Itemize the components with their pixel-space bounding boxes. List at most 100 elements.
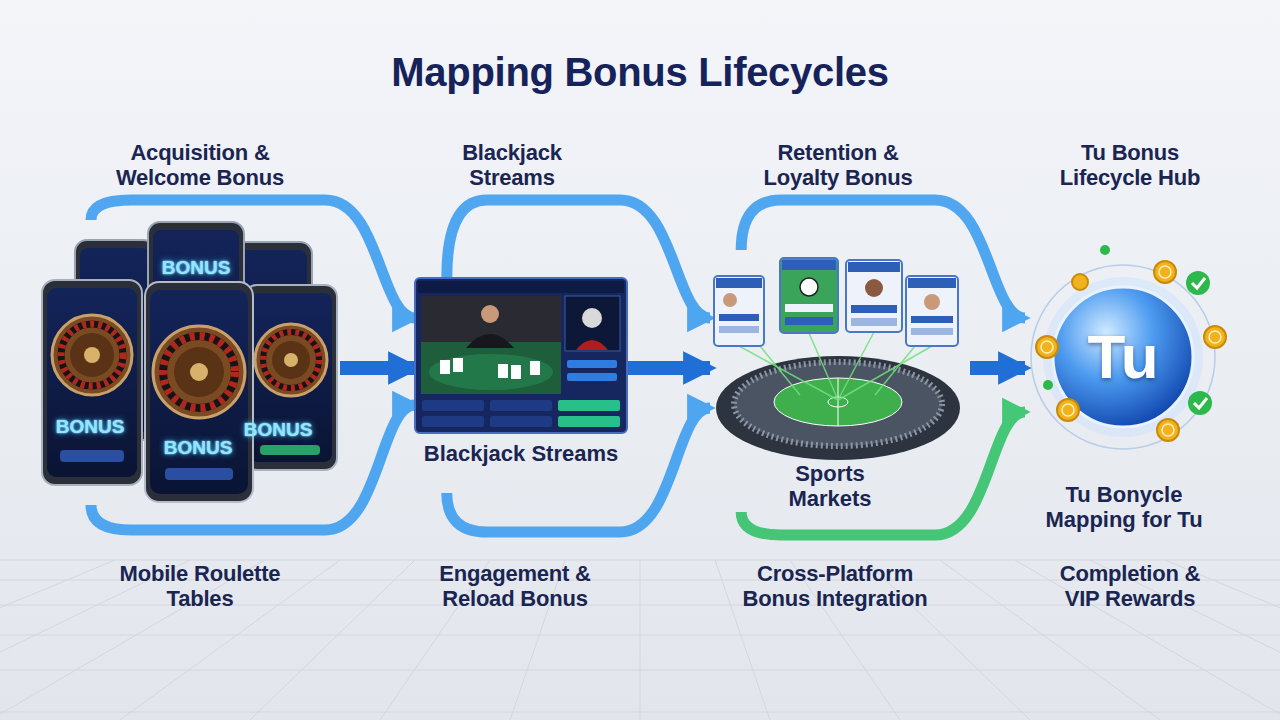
- sports-stadium: [734, 362, 942, 446]
- phone-front-center: [163, 336, 235, 408]
- gold-coin-inner: [1159, 266, 1171, 278]
- check-badge: [1043, 380, 1053, 390]
- market-card: [848, 262, 900, 272]
- phone-front-left: [47, 288, 137, 477]
- market-card: [924, 294, 940, 310]
- tu-hub: [1053, 287, 1193, 427]
- gold-coin-inner: [1041, 341, 1053, 353]
- market-card: [714, 276, 764, 346]
- node-caption: Tu Bonycle Mapping for Tu: [1035, 482, 1213, 532]
- blackjack-screen: [429, 354, 553, 390]
- phone-front-right: [263, 332, 319, 388]
- blackjack-screen: [511, 365, 521, 379]
- gold-coin-inner: [1041, 266, 1221, 436]
- phone-front-center: [165, 468, 233, 480]
- gold-coin: [1204, 326, 1226, 348]
- market-card: [906, 276, 958, 346]
- phone-front-right: [284, 353, 298, 367]
- stage-label: Mobile Roulette Tables: [105, 561, 295, 611]
- phone-front-left: [70, 333, 114, 377]
- blackjack-screen: [530, 361, 540, 375]
- blackjack-screen: [453, 358, 463, 372]
- blackjack-screen: [582, 308, 602, 328]
- flow-arrow: [627, 361, 710, 375]
- market-card: [911, 328, 953, 335]
- sports-stadium: [734, 362, 942, 446]
- market-card: [723, 293, 737, 307]
- tu-hub: [1031, 265, 1215, 449]
- phone-front-center: [150, 290, 248, 494]
- flow-arrow: [970, 361, 1025, 375]
- market-card: [714, 276, 764, 346]
- check-badge: [1192, 278, 1205, 288]
- sports-stadium: [714, 258, 960, 460]
- blackjack-screen: [415, 278, 627, 433]
- phone-front-center: [174, 347, 224, 397]
- stage-label: Cross-Platform Bonus Integration: [733, 561, 938, 611]
- market-card: [800, 278, 818, 296]
- market-card: [865, 279, 883, 297]
- blackjack-screen: [440, 360, 450, 374]
- gold-coin-inner: [1209, 331, 1221, 343]
- market-card: [785, 317, 833, 325]
- market-card: [785, 304, 833, 312]
- blackjack-screen: [567, 373, 617, 381]
- node-caption: Sports Markets: [770, 461, 890, 511]
- market-card: [851, 305, 897, 313]
- market-card: [780, 258, 838, 333]
- sports-stadium: [760, 346, 800, 395]
- sports-stadium: [809, 333, 838, 400]
- check-badge: [1100, 245, 1110, 255]
- phone-cluster: [42, 222, 337, 502]
- gold-coin: [1072, 274, 1088, 290]
- phone-front-right: [272, 341, 310, 379]
- tu-hub: [1031, 245, 1226, 449]
- market-card: [908, 278, 956, 288]
- sports-stadium: [739, 346, 838, 400]
- phone-front-center: [145, 282, 253, 502]
- check-badge: [1188, 391, 1212, 415]
- market-card: [719, 314, 759, 321]
- blackjack-screen: [565, 296, 620, 351]
- stage-label: Blackjack Streams: [437, 140, 587, 190]
- floor-grid: [0, 560, 1280, 712]
- sports-stadium: [716, 356, 960, 460]
- flow-arrow: [340, 361, 415, 375]
- blackjack-screen: [558, 416, 620, 427]
- stage-label: Retention & Loyalty Bonus: [753, 140, 923, 190]
- phone-front-left: [61, 324, 123, 386]
- gold-coin-inner: [1162, 424, 1174, 436]
- blackjack-screen: [567, 360, 617, 368]
- bonus-text: BONUS: [153, 437, 243, 459]
- market-card: [906, 276, 958, 346]
- blackjack-screen: [576, 340, 608, 350]
- market-card: [846, 260, 902, 332]
- stadium-node: Sports Markets: [710, 250, 970, 512]
- sports-stadium: [875, 346, 915, 395]
- phone-front-left: [42, 280, 142, 485]
- floor-grid: [0, 560, 1280, 720]
- phone-front-left: [61, 324, 123, 386]
- hub-mark: Tu: [1053, 320, 1193, 394]
- sports-stadium: [838, 378, 839, 426]
- phone-front-left: [84, 347, 100, 363]
- blackjack-screen: [422, 400, 484, 411]
- blackjack-screen-node: Blackjack Streams: [415, 278, 627, 493]
- market-card: [846, 260, 902, 332]
- stage-label: Tu Bonus Lifecycle Hub: [1050, 140, 1210, 190]
- market-card: [911, 316, 953, 323]
- market-card: [716, 278, 762, 288]
- phone-cluster-node: BONUSBONUSBONUSBONUS: [40, 220, 340, 505]
- stage-label: Completion & VIP Rewards: [1045, 561, 1215, 611]
- tu-hub: [1043, 277, 1203, 437]
- blackjack-screen: [466, 334, 514, 348]
- market-card: [851, 318, 897, 326]
- phone-front-center: [163, 336, 235, 408]
- phone-front-right: [260, 445, 320, 455]
- phone-front-center: [153, 326, 245, 418]
- blackjack-screen: [422, 416, 484, 427]
- hub-circle-node: Tu Tu Bonycle Mapping for Tu: [1025, 260, 1225, 535]
- blackjack-screen: [498, 364, 508, 378]
